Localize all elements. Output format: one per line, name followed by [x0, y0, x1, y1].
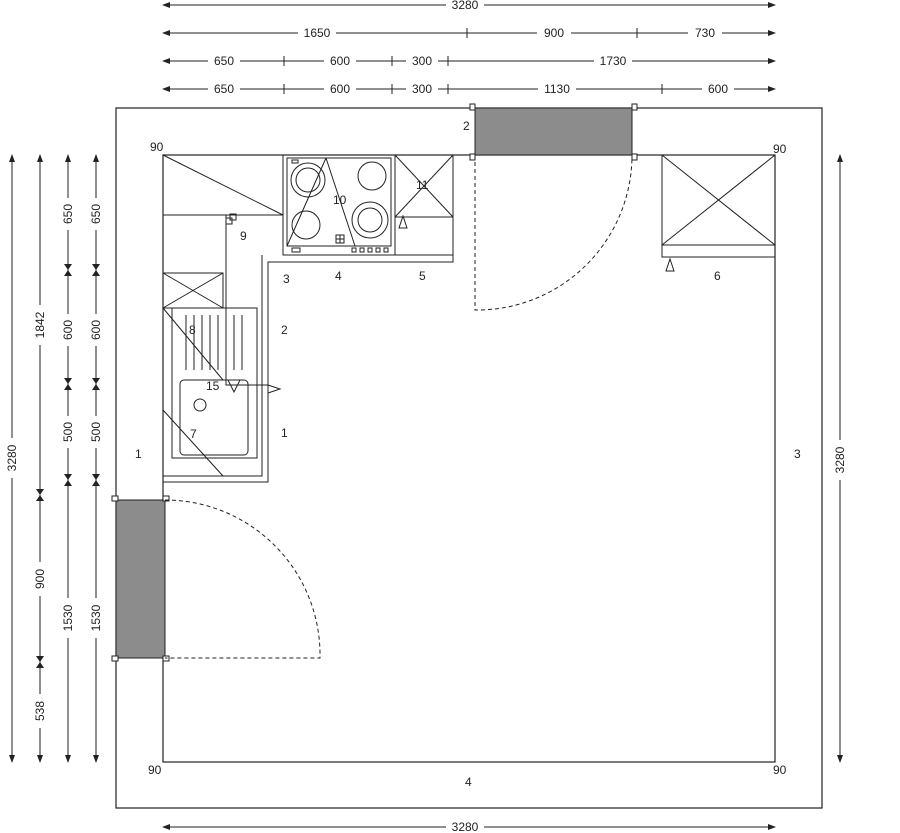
dim-left-650a: 650: [61, 204, 75, 224]
cabinet-number-1: 1: [281, 426, 288, 440]
window-top: [469, 103, 638, 161]
dim-top-300a: 300: [412, 54, 432, 68]
cabinet-number-6: 6: [714, 269, 721, 283]
appliance-number-15: 15: [206, 379, 220, 393]
marker-cab2: [267, 384, 282, 394]
inner-wall: [162, 154, 776, 763]
corner-label-top-left: 90: [150, 140, 164, 154]
dimension-bottom: 3280: [162, 820, 776, 833]
dimension-top-row4: 650 600 300 1130 600: [162, 82, 776, 96]
dim-left-538: 538: [33, 701, 47, 721]
socket-9: [225, 217, 233, 225]
appliance-number-11: 11: [416, 178, 429, 192]
dimension-left-col2: 1842 900 538: [33, 154, 47, 763]
wall-number-right: 3: [794, 447, 801, 461]
appliance-number-7: 7: [190, 427, 197, 441]
dim-top-600b: 600: [330, 82, 350, 96]
door-swing-top: [474, 154, 633, 311]
corner-label-bottom-left: 90: [148, 763, 162, 777]
appliance-number-9: 9: [240, 229, 247, 243]
wall-number-top: 2: [463, 119, 470, 133]
dim-top-total: 3280: [452, 0, 479, 12]
dim-left-1842: 1842: [33, 311, 47, 338]
countertop-inner: [163, 254, 453, 477]
cooktop: [282, 154, 396, 256]
dim-left-1530a: 1530: [61, 604, 75, 631]
dimension-left-col1: 3280: [5, 154, 19, 763]
sink: [162, 307, 258, 477]
dimension-left-col3: 650 600 500 1530: [61, 154, 75, 763]
dim-top-730: 730: [695, 26, 715, 40]
cabinet-corner-left: [162, 272, 224, 309]
dim-top-600c: 600: [708, 82, 728, 96]
outer-wall: [115, 107, 823, 809]
cabinet-number-2: 2: [281, 323, 288, 337]
dim-left-600a: 600: [61, 320, 75, 340]
socket-9b: [229, 213, 237, 221]
door-swing-left: [164, 499, 321, 659]
dim-top-1130: 1130: [544, 82, 570, 96]
dimension-top-row1: 3280: [162, 0, 776, 12]
dimension-left-col4: 650 600 500 1530: [89, 154, 103, 763]
cabinet-number-5: 5: [419, 269, 426, 283]
wall-number-bottom: 4: [465, 775, 472, 789]
appliance-number-10: 10: [333, 193, 347, 207]
dim-left-total: 3280: [5, 444, 19, 471]
dim-top-650a: 650: [214, 54, 234, 68]
corner-label-bottom-right: 90: [773, 763, 787, 777]
hood-line: [225, 215, 268, 386]
dim-left-900: 900: [33, 569, 47, 589]
dim-left-500b: 500: [89, 422, 103, 442]
wall-number-left: 1: [135, 447, 142, 461]
dim-top-650b: 650: [214, 82, 234, 96]
cabinet-number-3: 3: [283, 272, 290, 286]
cabinet-corner-top-left: [162, 154, 284, 216]
dim-bottom-total: 3280: [452, 820, 479, 833]
dim-top-600a: 600: [330, 54, 350, 68]
dim-left-1530b: 1530: [89, 604, 103, 631]
dim-right-total: 3280: [833, 446, 847, 473]
appliance-number-8: 8: [189, 323, 196, 337]
countertop-outline: [163, 154, 454, 483]
dim-left-600b: 600: [89, 320, 103, 340]
corner-label-top-right: 90: [773, 142, 787, 156]
door-left: [111, 495, 170, 662]
cabinet-number-4: 4: [335, 269, 342, 283]
dimension-right: 3280: [833, 154, 847, 763]
dim-top-1730: 1730: [600, 54, 627, 68]
dim-left-650b: 650: [89, 204, 103, 224]
dim-top-900: 900: [544, 26, 564, 40]
dim-top-300b: 300: [412, 82, 432, 96]
dim-left-500a: 500: [61, 422, 75, 442]
cabinet-6: [661, 154, 776, 272]
dimension-top-row3: 650 600 300 1730: [162, 54, 776, 68]
dimension-top-row2: 1650 900 730: [162, 26, 776, 40]
dim-top-1650: 1650: [304, 26, 331, 40]
